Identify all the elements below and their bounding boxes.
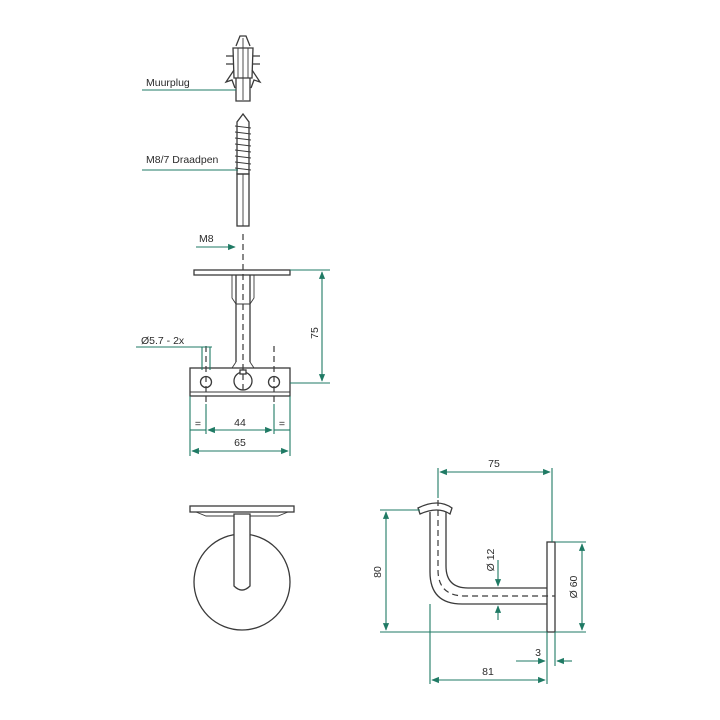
dim-plate-widths: = = 44 65 bbox=[189, 396, 291, 456]
rosette-diameter-text: Ø 60 bbox=[568, 575, 580, 598]
dim-height-side: 80 bbox=[372, 509, 547, 633]
plate-thickness-text: 3 bbox=[535, 647, 541, 659]
plate-width-text: 65 bbox=[234, 437, 246, 449]
thread-size-label: M8 bbox=[199, 233, 214, 245]
bracket-rosette-view bbox=[189, 505, 295, 631]
equal-right-text: = bbox=[279, 418, 285, 430]
dim-reach-top: 75 bbox=[437, 458, 553, 542]
threaded-pin bbox=[234, 112, 252, 227]
m8-callout: M8 bbox=[196, 233, 236, 251]
wall-plug-callout: Muurplug bbox=[142, 77, 236, 91]
bracket-side-view bbox=[417, 500, 556, 633]
height-side-text: 80 bbox=[372, 566, 384, 578]
hole-spec-label: Ø5.7 - 2x bbox=[141, 335, 185, 347]
threaded-pin-label: M8/7 Draadpen bbox=[146, 154, 219, 166]
threaded-pin-callout: M8/7 Draadpen bbox=[142, 154, 238, 171]
hole-spacing-text: 44 bbox=[234, 417, 246, 429]
reach-bottom-text: 81 bbox=[482, 666, 494, 678]
bracket-front-view bbox=[189, 234, 291, 404]
tube-diameter-text: Ø 12 bbox=[485, 548, 497, 571]
reach-top-text: 75 bbox=[488, 458, 500, 470]
dim-rosette-diameter: Ø 60 bbox=[555, 541, 586, 633]
dim-height-front-text: 75 bbox=[309, 327, 321, 339]
equal-left-text: = bbox=[195, 418, 201, 430]
dim-height-front: 75 bbox=[290, 269, 330, 384]
wall-plug bbox=[224, 35, 262, 102]
wall-plug-label: Muurplug bbox=[146, 77, 190, 89]
dim-reach-bottom: 81 bbox=[429, 604, 546, 684]
dim-tube-diameter: Ø 12 bbox=[485, 548, 502, 620]
dim-plate-thickness: 3 bbox=[516, 632, 572, 684]
hole-callout: Ø5.7 - 2x bbox=[136, 335, 212, 370]
